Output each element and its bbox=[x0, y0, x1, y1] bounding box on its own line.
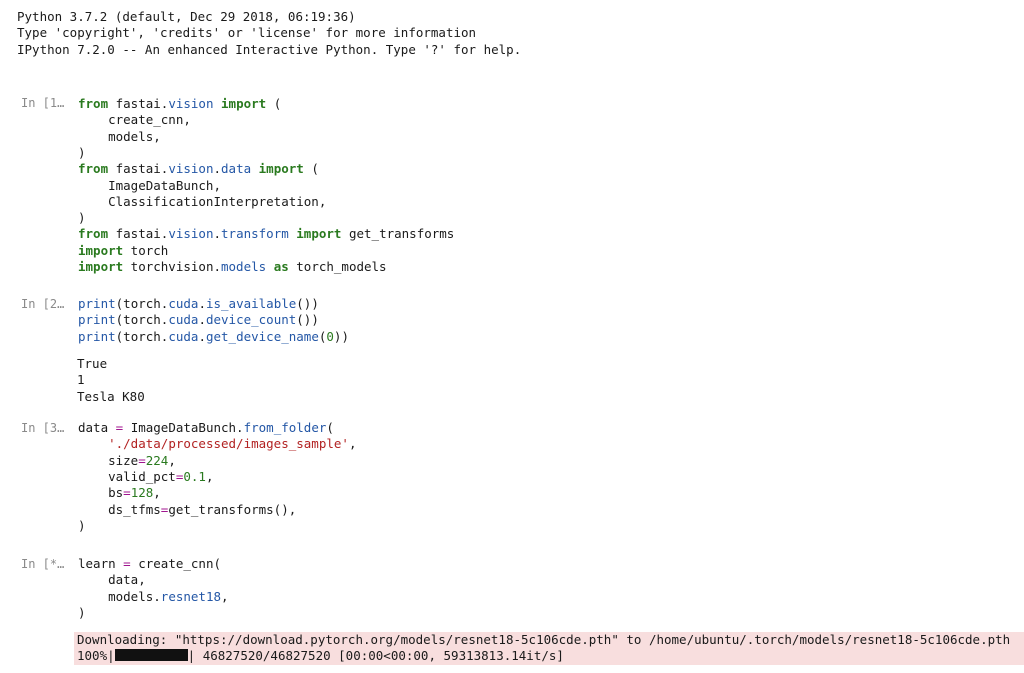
cell-prompt: In [3… bbox=[21, 421, 65, 435]
output-line: Tesla K80 bbox=[77, 389, 145, 404]
cell-prompt: In [1… bbox=[21, 96, 65, 110]
progress-stats: | 46827520/46827520 [00:00<00:00, 593138… bbox=[187, 648, 564, 663]
cell-prompt: In [2… bbox=[21, 297, 65, 311]
progress-bar bbox=[114, 649, 188, 661]
banner-line: Type 'copyright', 'credits' or 'license'… bbox=[17, 25, 477, 40]
stderr-output: Downloading: "https://download.pytorch.o… bbox=[74, 632, 1024, 665]
output-line: True bbox=[77, 356, 108, 371]
progress-line: 100%| | 46827520/46827520 [00:00<00:00, 5… bbox=[77, 648, 564, 663]
output-line: 1 bbox=[77, 372, 85, 387]
banner-line: Python 3.7.2 (default, Dec 29 2018, 06:1… bbox=[17, 9, 356, 24]
progress-percent: 100%| bbox=[77, 648, 115, 663]
cell-prompt: In [*… bbox=[21, 557, 65, 571]
banner-line: IPython 7.2.0 -- An enhanced Interactive… bbox=[17, 42, 522, 57]
download-message: Downloading: "https://download.pytorch.o… bbox=[77, 632, 1011, 647]
